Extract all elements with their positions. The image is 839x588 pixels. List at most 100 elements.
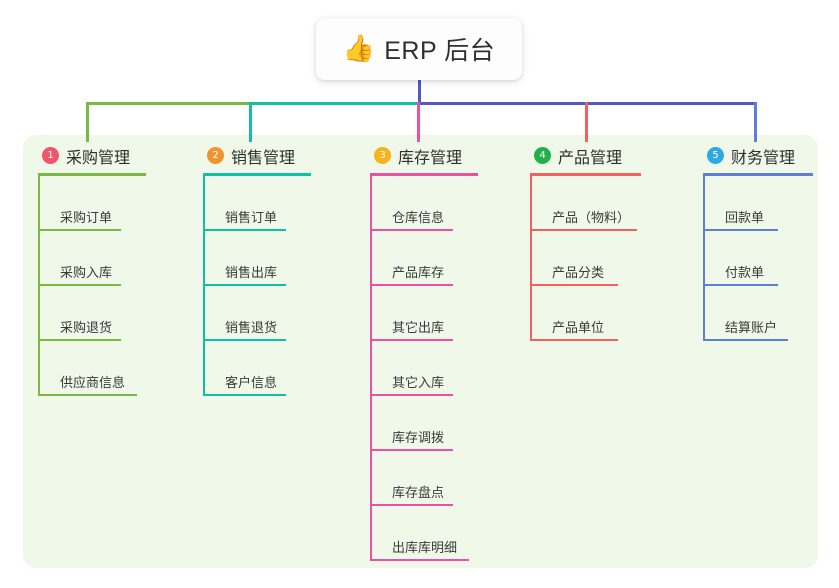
leaf-node-label: 销售出库 <box>225 265 278 280</box>
leaf-node[interactable]: 产品分类 <box>530 231 641 286</box>
branch-number-badge: 5 <box>707 147 724 164</box>
leaf-node-label: 客户信息 <box>225 375 278 390</box>
leaf-node-label: 回款单 <box>725 210 765 225</box>
leaf-node[interactable]: 库存盘点 <box>370 451 478 506</box>
leaf-node[interactable]: 销售退货 <box>203 286 311 341</box>
diagram-background-panel <box>23 135 818 568</box>
leaf-node-label: 产品单位 <box>552 320 605 335</box>
leaf-node[interactable]: 客户信息 <box>203 341 311 396</box>
leaf-node-label: 销售退货 <box>225 320 278 335</box>
leaf-node-underline <box>530 229 637 231</box>
connector-drop-2 <box>249 102 252 142</box>
leaf-node-label: 库存盘点 <box>392 485 445 500</box>
leaf-node-underline <box>530 339 618 341</box>
leaf-node[interactable]: 采购入库 <box>38 231 146 286</box>
leaf-node[interactable]: 产品库存 <box>370 231 478 286</box>
branch-title: 销售管理 <box>231 149 296 167</box>
branch-number-badge: 2 <box>207 147 224 164</box>
leaf-node[interactable]: 产品（物料） <box>530 176 641 231</box>
leaf-node[interactable]: 销售订单 <box>203 176 311 231</box>
branch-title: 采购管理 <box>66 149 131 167</box>
branch-leaf-list: 产品（物料） 产品分类产品单位 <box>530 176 641 341</box>
leaf-node-underline <box>203 229 286 231</box>
leaf-node-label: 采购入库 <box>60 265 113 280</box>
leaf-node-underline <box>203 284 286 286</box>
connector-drop-1 <box>86 102 89 142</box>
leaf-node-underline <box>38 394 137 396</box>
branch-title: 库存管理 <box>398 149 463 167</box>
leaf-node[interactable]: 回款单 <box>703 176 813 231</box>
leaf-node[interactable]: 仓库信息 <box>370 176 478 231</box>
leaf-node[interactable]: 采购退货 <box>38 286 146 341</box>
leaf-node[interactable]: 供应商信息 <box>38 341 146 396</box>
leaf-node-label: 库存调拨 <box>392 430 445 445</box>
leaf-node[interactable]: 销售出库 <box>203 231 311 286</box>
connector-drop-5 <box>754 102 757 142</box>
leaf-node[interactable]: 产品单位 <box>530 286 641 341</box>
branch-leaf-list: 回款单付款单结算账户 <box>703 176 813 341</box>
leaf-node-label: 供应商信息 <box>60 375 126 390</box>
leaf-node-underline <box>370 394 453 396</box>
connector-bus-teal <box>249 102 419 105</box>
leaf-node[interactable]: 其它出库 <box>370 286 478 341</box>
leaf-node-label: 仓库信息 <box>392 210 445 225</box>
branch-header-underline <box>38 173 146 176</box>
branch-spine <box>530 176 532 341</box>
leaf-node-underline <box>203 394 286 396</box>
leaf-node-underline <box>370 284 453 286</box>
leaf-node-label: 产品（物料） <box>552 210 631 225</box>
branch-spine <box>203 176 205 396</box>
branch-spine <box>370 176 372 561</box>
leaf-node[interactable]: 结算账户 <box>703 286 813 341</box>
branch-header-2[interactable]: 2 销售管理 <box>203 142 311 169</box>
leaf-node[interactable]: 采购订单 <box>38 176 146 231</box>
leaf-node-label: 销售订单 <box>225 210 278 225</box>
leaf-node-underline <box>703 229 778 231</box>
connector-drop-3 <box>417 102 420 142</box>
connector-drop-4 <box>585 102 588 142</box>
leaf-node[interactable]: 库存调拨 <box>370 396 478 451</box>
leaf-node-underline <box>530 284 618 286</box>
leaf-node-underline <box>370 559 469 561</box>
leaf-node-underline <box>38 339 121 341</box>
branch-number-badge: 4 <box>534 147 551 164</box>
branch-spine <box>38 176 40 396</box>
leaf-node-label: 出库库明细 <box>392 540 458 555</box>
branch-spine <box>703 176 705 341</box>
leaf-node-label: 其它入库 <box>392 375 445 390</box>
branch-header-4[interactable]: 4 产品管理 <box>530 142 641 169</box>
leaf-node-underline <box>203 339 286 341</box>
leaf-node[interactable]: 其它入库 <box>370 341 478 396</box>
root-node-card[interactable]: 👍 ERP 后台 <box>316 18 522 80</box>
root-node-title: ERP 后台 <box>384 37 496 65</box>
branch-number-badge: 3 <box>374 147 391 164</box>
connector-trunk-vertical <box>418 80 421 104</box>
branch-column-4: 4 产品管理产品（物料） 产品分类产品单位 <box>530 142 641 341</box>
branch-title: 产品管理 <box>558 149 623 167</box>
branch-leaf-list: 销售订单销售出库销售退货客户信息 <box>203 176 311 396</box>
leaf-node-label: 其它出库 <box>392 320 445 335</box>
leaf-node-underline <box>703 284 778 286</box>
leaf-node-underline <box>38 284 121 286</box>
branch-header-underline <box>370 173 478 176</box>
branch-column-2: 2 销售管理销售订单销售出库销售退货客户信息 <box>203 142 311 396</box>
branch-column-3: 3 库存管理仓库信息产品库存其它出库其它入库库存调拨库存盘点出库库明细 <box>370 142 478 561</box>
leaf-node[interactable]: 付款单 <box>703 231 813 286</box>
branch-header-underline <box>203 173 311 176</box>
leaf-node-underline <box>370 449 453 451</box>
leaf-node-label: 结算账户 <box>725 320 778 335</box>
branch-header-underline <box>530 173 641 176</box>
branch-header-underline <box>703 173 813 176</box>
branch-header-3[interactable]: 3 库存管理 <box>370 142 478 169</box>
leaf-node-underline <box>38 229 121 231</box>
leaf-node-underline <box>703 339 788 341</box>
leaf-node[interactable]: 出库库明细 <box>370 506 478 561</box>
leaf-node-label: 付款单 <box>725 265 765 280</box>
branch-leaf-list: 仓库信息产品库存其它出库其它入库库存调拨库存盘点出库库明细 <box>370 176 478 561</box>
leaf-node-label: 产品分类 <box>552 265 605 280</box>
